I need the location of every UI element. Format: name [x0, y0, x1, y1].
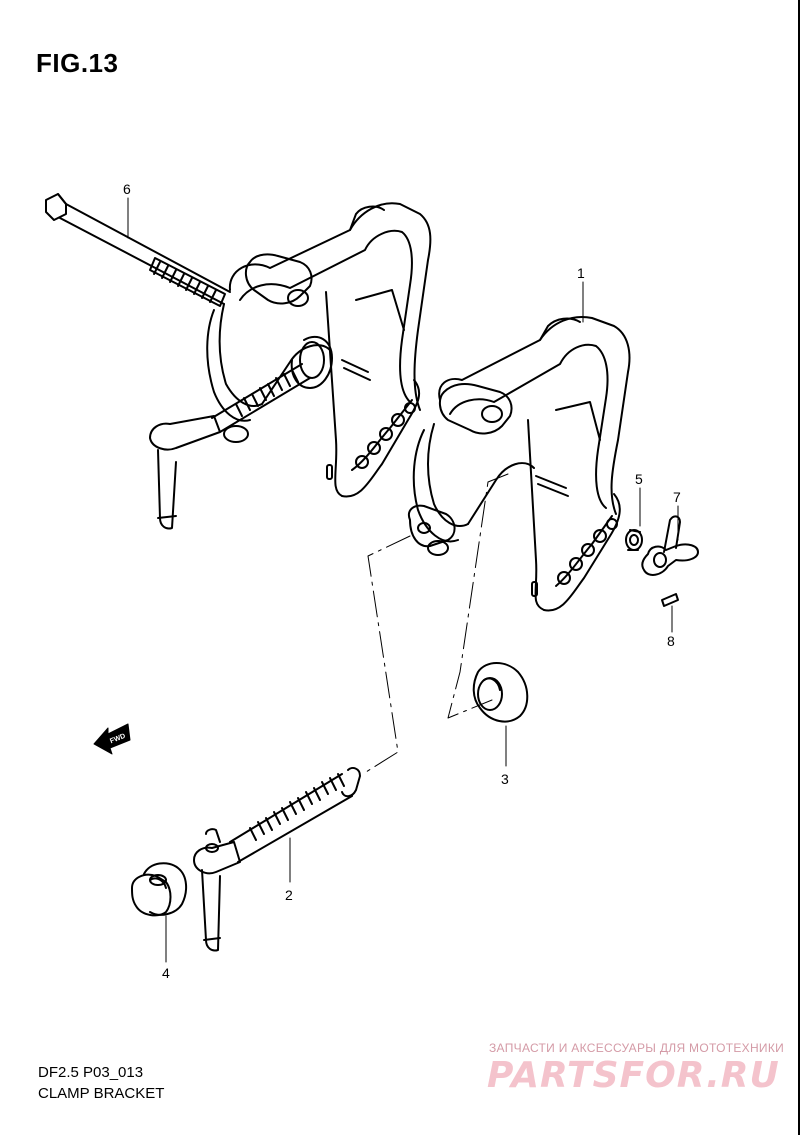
callout-8: 8: [667, 633, 675, 649]
callout-2: 2: [285, 887, 293, 903]
assembly-guide-lines: [365, 473, 509, 773]
part-1-clamp-bracket[interactable]: [408, 316, 631, 612]
part-group-name: CLAMP BRACKET: [38, 1085, 165, 1102]
part-5-washer[interactable]: [625, 529, 643, 551]
callout-3: 3: [501, 771, 509, 787]
figure-title: FIG.13: [36, 48, 119, 78]
part-2-clamp-screw[interactable]: [193, 767, 361, 952]
model-code: DF2.5 P03_013: [38, 1064, 144, 1081]
rear-clamp-bracket: [206, 202, 432, 498]
callout-4: 4: [162, 965, 170, 981]
part-3-pad[interactable]: [472, 662, 529, 723]
callout-6: 6: [123, 181, 131, 197]
callout-1: 1: [577, 265, 585, 281]
watermark-logo: PARTSFOR.RU: [487, 1055, 780, 1096]
part-4-swivel-cap[interactable]: [131, 862, 188, 917]
page-border: [798, 0, 800, 1135]
watermark-tagline: ЗАПЧАСТИ И АКСЕССУАРЫ ДЛЯ МОТОТЕХНИКИ: [489, 1041, 785, 1055]
part-8-pin[interactable]: [661, 593, 679, 607]
callout-5: 5: [635, 471, 643, 487]
part-7-wing-nut[interactable]: [641, 515, 699, 576]
fwd-direction-marker: FWD: [93, 723, 131, 755]
rear-clamp-screw-handle: [149, 363, 311, 530]
part-6-bolt[interactable]: [45, 193, 231, 307]
callout-7: 7: [673, 489, 681, 505]
arrow-left-icon: [93, 723, 131, 755]
